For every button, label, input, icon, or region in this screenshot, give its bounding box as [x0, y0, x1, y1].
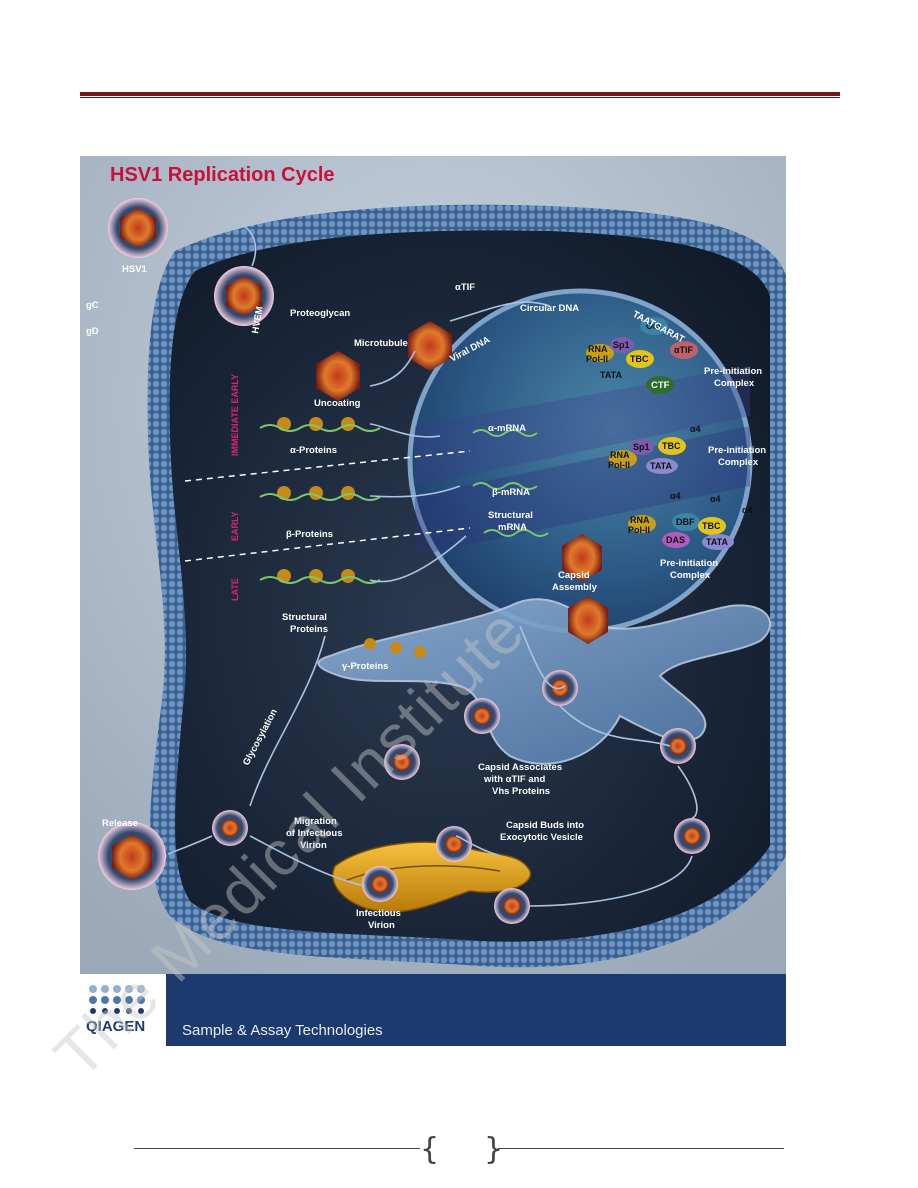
label-alpha4-2: α4: [670, 491, 681, 501]
phase-divider-1: [184, 450, 471, 482]
label-capsid-assembly-2: Assembly: [552, 582, 598, 593]
capsid-assembly-1: [562, 534, 602, 582]
label-beta-mrna: β-mRNA: [492, 487, 530, 498]
qiagen-logo-dots-icon: [89, 985, 145, 1014]
label-atif-complex: αTIF: [674, 345, 694, 355]
label-capsid-buds-2: Exocytotic Vesicle: [500, 832, 583, 843]
label-preinit-1b: Complex: [714, 378, 755, 389]
label-alpha4-1: α4: [690, 424, 701, 434]
virion-release: [98, 822, 166, 890]
label-hvem: HVEM: [250, 305, 266, 334]
label-release: Release: [102, 818, 138, 829]
label-migration-2: of Infectious: [286, 828, 342, 839]
hsv1-diagram: HSV1 gC gD HVEM Proteoglycan Microtubule…: [80, 156, 786, 974]
capsid-microtubule: [408, 321, 452, 371]
label-dbf: DBF: [676, 517, 695, 527]
label-hsv1: HSV1: [122, 264, 148, 275]
label-rna-2: RNA: [610, 450, 630, 460]
label-oct: Oct: [646, 321, 661, 331]
label-structural-proteins-1: Structural: [282, 612, 327, 623]
label-alpha4-3: α4: [710, 494, 721, 504]
footer-tagline: Sample & Assay Technologies: [182, 1022, 383, 1039]
golgi-fold: [344, 865, 501, 882]
label-beta-proteins: β-Proteins: [286, 529, 333, 540]
nucleus-early-band: [415, 366, 750, 486]
label-das: DAS: [666, 535, 685, 545]
complex-1: [586, 317, 698, 394]
figure-title: HSV1 Replication Cycle: [110, 164, 335, 186]
label-tbc-1: TBC: [630, 354, 649, 364]
label-atif: αTIF: [455, 282, 475, 293]
label-uncoating: Uncoating: [314, 398, 361, 409]
label-ctf: CTF: [651, 380, 670, 391]
label-capsid-buds-1: Capsid Buds into: [506, 820, 584, 831]
label-preinit-2b: Complex: [718, 457, 759, 468]
right-brace-icon: }: [484, 1132, 504, 1167]
label-migration-3: Virion: [300, 840, 327, 851]
label-pol-ii-3: Pol-II: [628, 525, 650, 535]
virion-attaching: [214, 266, 274, 326]
capsid-uncoating: [316, 351, 360, 401]
complex-2: [609, 437, 686, 474]
complex-3: [628, 513, 734, 550]
label-tata-1: TATA: [600, 370, 622, 380]
label-preinit-1a: Pre-initiation: [704, 366, 762, 377]
label-rna-1: RNA: [588, 344, 608, 354]
label-preinit-3a: Pre-initiation: [660, 558, 718, 569]
label-tata-3: TATA: [706, 537, 728, 547]
label-migration-1: Migration: [294, 816, 337, 827]
left-brace-icon: {: [420, 1132, 440, 1167]
label-infectious-virion-2: Virion: [368, 920, 395, 931]
label-gd: gD: [86, 326, 99, 337]
label-sp1-1: Sp1: [613, 340, 630, 350]
label-rna-3: RNA: [630, 515, 650, 525]
footer-blue-panel: [166, 974, 786, 1046]
flow-arrows: [167, 219, 698, 907]
label-pol-ii-1: Pol-II: [586, 354, 608, 364]
label-structural-proteins-2: Proteins: [290, 624, 328, 635]
mrna-strands: [259, 424, 549, 584]
footer-rule-left: [134, 1148, 420, 1149]
label-gamma-proteins: γ-Proteins: [342, 661, 388, 672]
qiagen-logo: QIAGEN: [86, 1018, 146, 1035]
label-preinit-2a: Pre-initiation: [708, 445, 766, 456]
label-alpha-mrna: α-mRNA: [488, 423, 526, 434]
label-capsid-associates-2: with αTIF and: [483, 774, 545, 785]
label-alpha4-4: α4: [742, 505, 753, 515]
capsid-assembly-2: [568, 596, 608, 644]
header-rule: [80, 92, 840, 96]
label-alpha-proteins: α-Proteins: [290, 445, 337, 456]
label-capsid-assembly-1: Capsid: [558, 570, 590, 581]
label-capsid-associates-3: Vhs Proteins: [492, 786, 550, 797]
label-preinit-3b: Complex: [670, 570, 711, 581]
label-sp1-2: Sp1: [633, 442, 650, 452]
label-gc: gC: [86, 300, 99, 311]
label-structural-mrna-1: Structural: [488, 510, 533, 521]
label-tata-2: TATA: [650, 461, 672, 471]
label-infectious-virion-1: Infectious: [356, 908, 401, 919]
footer-rule-right: [498, 1148, 784, 1149]
label-capsid-associates-1: Capsid Associates: [478, 762, 562, 773]
virion-hsv1: [108, 198, 168, 258]
label-microtubule: Microtubule: [354, 338, 408, 349]
label-immediate-early: IMMEDIATE EARLY: [230, 374, 240, 456]
label-circular-dna: Circular DNA: [520, 303, 579, 314]
label-early: EARLY: [230, 511, 240, 541]
label-pol-ii-2: Pol-II: [608, 460, 630, 470]
header-rule-thin: [80, 97, 840, 98]
label-tbc-2: TBC: [662, 441, 681, 451]
label-proteoglycan: Proteoglycan: [290, 308, 350, 319]
hsv1-figure: HSV1 gC gD HVEM Proteoglycan Microtubule…: [80, 156, 786, 1046]
label-late: LATE: [230, 578, 240, 601]
label-tbc-3: TBC: [702, 521, 721, 531]
phase-divider-2: [184, 527, 471, 562]
label-structural-mrna-2: mRNA: [498, 522, 527, 533]
